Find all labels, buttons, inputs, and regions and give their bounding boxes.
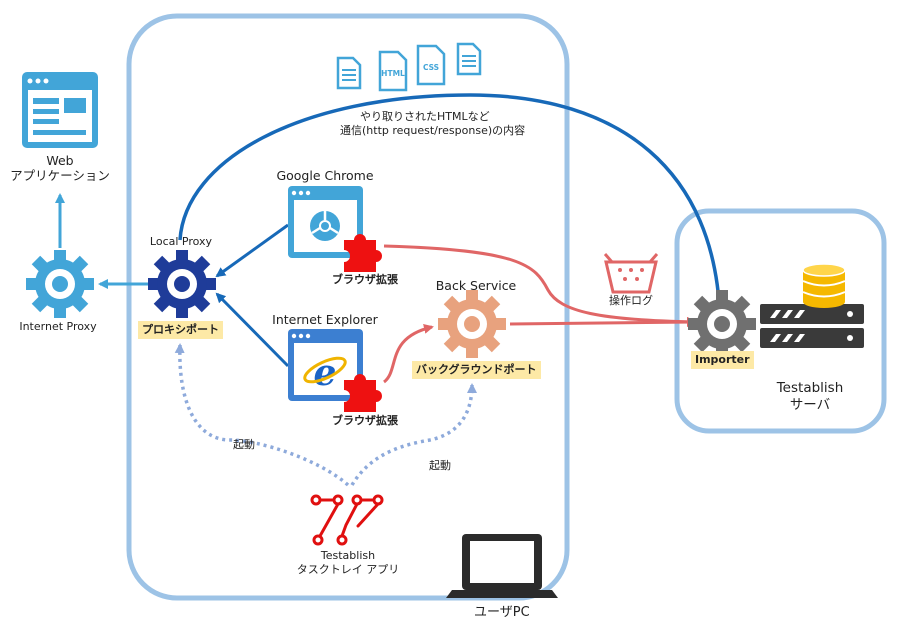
browser-extension-label-ie: ブラウザ拡張 <box>332 414 398 427</box>
internet-explorer-label: Internet Explorer <box>272 312 378 327</box>
back-service-label: Back Service <box>435 278 517 293</box>
operation-log-basket-icon <box>603 253 659 294</box>
user-pc-panel <box>126 13 570 601</box>
testablish-tray-app-icon <box>310 494 384 546</box>
launch-label-right: 起動 <box>429 459 451 472</box>
server-rack-icon <box>760 304 864 348</box>
google-chrome-label: Google Chrome <box>276 168 374 183</box>
operation-log-arrow <box>383 244 697 327</box>
doc-html-label: HTML <box>381 69 405 78</box>
exchanged-content-line1: やり取りされたHTMLなど <box>360 110 490 123</box>
importer-tag: Importer <box>691 351 754 369</box>
tray-app-label-line2: タスクトレイ アプリ <box>296 563 400 576</box>
web-app-label-line2: アプリケーション <box>10 168 110 183</box>
local-proxy-gear-icon <box>148 250 216 318</box>
local-proxy-label: Local Proxy <box>149 235 213 248</box>
launch-label-left: 起動 <box>233 438 255 451</box>
chrome-extension-puzzle-icon <box>344 234 382 272</box>
proxy-port-tag: プロキシポート <box>138 321 223 339</box>
user-pc-label: ユーザPC <box>468 605 536 621</box>
web-app-label-line1: Web <box>46 153 74 168</box>
laptop-icon <box>446 534 558 598</box>
database-icon <box>802 263 846 308</box>
launch-arrow-right <box>350 383 477 486</box>
operation-log-label: 操作ログ <box>609 294 653 307</box>
web-app-icon <box>22 72 98 148</box>
launch-arrow-left <box>174 343 350 487</box>
tray-app-label-line1: Testablish <box>320 549 376 562</box>
google-chrome-icon <box>288 186 363 258</box>
doc-css-label: CSS <box>423 63 439 72</box>
back-service-gear-icon <box>438 290 506 358</box>
internet-proxy-gear-icon <box>26 250 94 318</box>
exchanged-content-line2: 通信(http request/response)の内容 <box>340 124 526 137</box>
importer-gear-icon <box>688 290 756 358</box>
ie-extension-puzzle-icon <box>344 374 382 412</box>
browser-extension-label-chrome: ブラウザ拡張 <box>332 273 398 286</box>
background-port-tag: バックグラウンドポート <box>412 361 541 379</box>
server-label-line2: サーバ <box>789 397 831 413</box>
documents-icon: HTML CSS <box>336 42 482 92</box>
http-capture-arrow <box>178 93 725 320</box>
server-label-line1: Testablish <box>776 380 844 396</box>
internet-proxy-label: Internet Proxy <box>19 320 97 333</box>
